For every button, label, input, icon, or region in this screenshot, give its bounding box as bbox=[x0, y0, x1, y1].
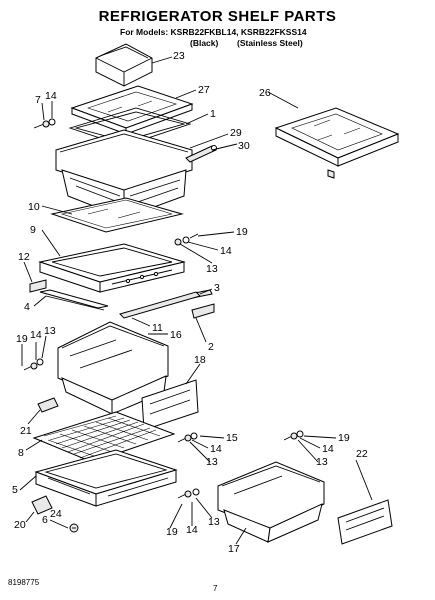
callout-6: 6 bbox=[42, 514, 48, 526]
callout-19: 19 bbox=[16, 333, 28, 345]
part-27-glass-shelf bbox=[70, 85, 194, 135]
part-4-front-rail bbox=[39, 289, 109, 311]
callout-20: 20 bbox=[14, 519, 26, 531]
part-11-rail bbox=[119, 291, 201, 319]
part-16-drawer bbox=[57, 321, 169, 415]
callout-15: 15 bbox=[226, 432, 238, 444]
part-10-glass-cover bbox=[50, 197, 184, 233]
callout-27: 27 bbox=[198, 84, 210, 96]
callout-1: 1 bbox=[210, 108, 216, 120]
callout-10: 10 bbox=[28, 201, 40, 213]
callout-13: 13 bbox=[206, 456, 218, 468]
callout-30: 30 bbox=[238, 140, 250, 152]
models-line: For Models: KSRB22FKBL14, KSRB22FKSS14 bbox=[120, 27, 307, 37]
leader-lines bbox=[19, 56, 373, 545]
fastener-set-lower-center bbox=[177, 432, 198, 443]
callout-14: 14 bbox=[30, 329, 42, 341]
fastener-set-mid-right bbox=[174, 233, 199, 246]
callout-11: 11 bbox=[152, 322, 163, 334]
part-17-drawer bbox=[217, 461, 325, 543]
part-number-footer: 8198775 bbox=[8, 578, 40, 587]
callout-19: 19 bbox=[338, 432, 350, 444]
callout-12: 12 bbox=[18, 251, 30, 263]
page-number: 7 bbox=[213, 584, 218, 593]
fastener-set-mid-left bbox=[23, 358, 44, 371]
part-21-handle bbox=[37, 397, 59, 413]
callout-labels: 23 27 7 14 1 29 30 26 10 9 19 14 13 12 3… bbox=[12, 50, 368, 555]
callout-2: 2 bbox=[208, 341, 214, 353]
fastener-set-upper-left bbox=[33, 118, 56, 129]
callout-13: 13 bbox=[44, 325, 56, 337]
callout-13: 13 bbox=[208, 516, 220, 528]
callout-22: 22 bbox=[356, 448, 368, 460]
callout-4: 4 bbox=[24, 301, 30, 313]
callout-7: 7 bbox=[35, 94, 41, 106]
callout-8: 8 bbox=[18, 447, 24, 459]
callout-24: 24 bbox=[50, 508, 62, 520]
part-2-stop bbox=[191, 303, 215, 319]
callout-16: 16 bbox=[170, 329, 182, 341]
callout-29: 29 bbox=[230, 127, 242, 139]
fastener-set-lower-right bbox=[283, 430, 304, 441]
callout-13: 13 bbox=[316, 456, 328, 468]
callout-14: 14 bbox=[186, 524, 198, 536]
callout-14: 14 bbox=[220, 245, 232, 257]
callout-9: 9 bbox=[30, 224, 36, 236]
callout-14: 14 bbox=[210, 443, 222, 455]
callout-13: 13 bbox=[206, 263, 218, 275]
part-26-glass-shelf bbox=[274, 107, 400, 179]
part-9-cover-frame bbox=[38, 243, 186, 293]
part-22-drawer-front bbox=[337, 499, 393, 545]
callout-19: 19 bbox=[166, 526, 178, 538]
part-30-rail bbox=[185, 145, 217, 163]
callout-14: 14 bbox=[45, 90, 57, 102]
part-5-lower-frame bbox=[34, 449, 178, 507]
callout-18: 18 bbox=[194, 354, 206, 366]
part-23-small-bin bbox=[95, 43, 153, 87]
callout-26: 26 bbox=[259, 87, 271, 99]
diagram-title: REFRIGERATOR SHELF PARTS bbox=[98, 8, 337, 25]
callout-5: 5 bbox=[12, 484, 18, 496]
callout-3: 3 bbox=[214, 282, 220, 294]
fastener-set-bottom-center bbox=[177, 488, 200, 499]
variant-black-label: (Black) bbox=[190, 38, 219, 48]
callout-23: 23 bbox=[173, 50, 185, 62]
callout-17: 17 bbox=[228, 543, 240, 555]
part-8-grid-shelf bbox=[32, 411, 176, 463]
part-18-drawer-front bbox=[141, 379, 199, 431]
part-12-side-bracket bbox=[29, 279, 47, 293]
callout-14: 14 bbox=[322, 443, 334, 455]
part-20-clip bbox=[31, 495, 53, 515]
callout-21: 21 bbox=[20, 425, 32, 437]
variant-stainless-label: (Stainless Steel) bbox=[237, 38, 303, 48]
callout-19: 19 bbox=[236, 226, 248, 238]
part-24-screw bbox=[69, 523, 79, 533]
